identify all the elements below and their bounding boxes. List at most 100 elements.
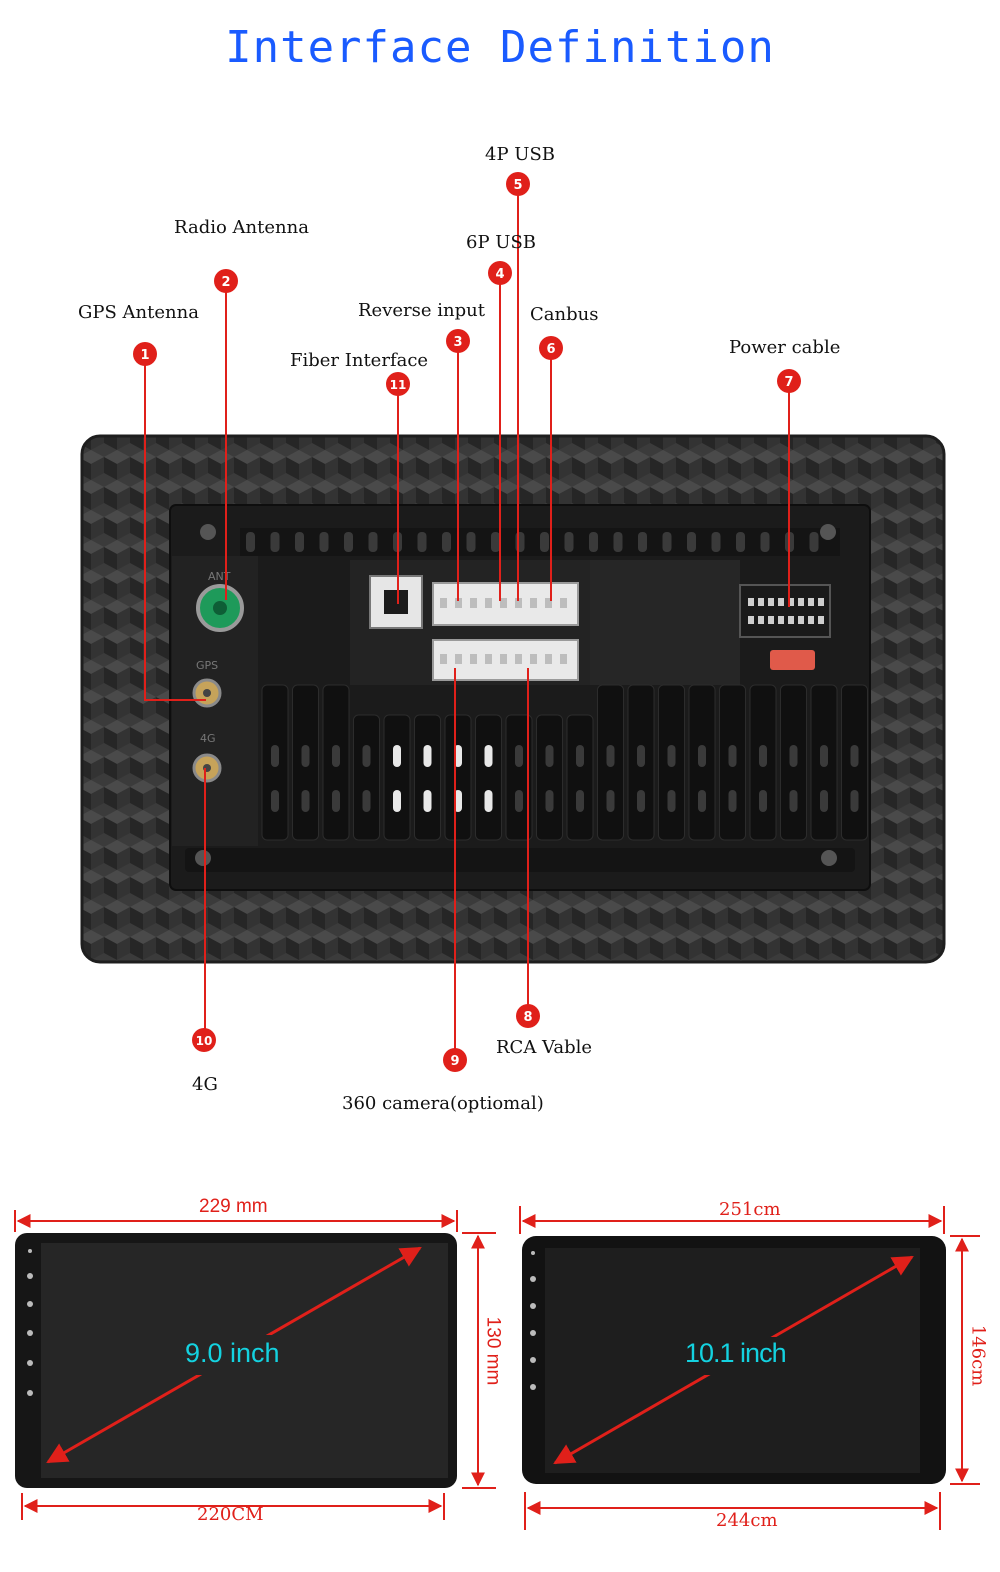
svg-text:1: 1 (140, 348, 149, 363)
fin-slot (789, 790, 798, 812)
vent-slot (368, 532, 378, 552)
power-pin (818, 598, 824, 606)
vent-slot (809, 532, 819, 552)
marker-2: 2 (214, 269, 238, 293)
fin-slot (820, 745, 828, 767)
vent-slot (295, 532, 304, 552)
connector-pin (440, 654, 447, 664)
svg-text:10: 10 (196, 1034, 213, 1048)
heat-sink-fin (536, 714, 563, 841)
fin-slot (362, 790, 371, 812)
label-radio-antenna: Radio Antenna (174, 217, 309, 238)
label-6p-usb: 6P USB (466, 232, 537, 253)
connector-pin (455, 598, 462, 608)
vent-slot (687, 532, 696, 552)
marker-9: 9 (443, 1048, 467, 1072)
head-unit-back: ANT GPS 4G (80, 434, 946, 964)
fin-slot (423, 745, 432, 767)
fin-slot (332, 790, 340, 812)
fin-slot (850, 790, 859, 812)
heat-sink-fin (383, 714, 411, 841)
ant-marking: ANT (208, 570, 231, 583)
fin-slot (637, 745, 645, 767)
connector-pin (485, 654, 492, 664)
svg-text:11: 11 (390, 378, 407, 392)
marker-3: 3 (446, 329, 470, 353)
vent-slot (613, 532, 623, 552)
connector-pin (530, 654, 537, 664)
vent-slot (711, 532, 721, 552)
heat-sink-fin (475, 714, 502, 841)
fin-slot (515, 790, 523, 812)
fin-slot (545, 745, 554, 767)
connector-pin (440, 598, 447, 608)
marker-4: 4 (488, 261, 512, 285)
fin-slot (850, 745, 859, 767)
fin-slot (667, 790, 676, 812)
svg-text:4: 4 (495, 267, 504, 282)
vent-slot (491, 532, 500, 552)
power-pin (778, 616, 784, 624)
marker-7: 7 (777, 369, 801, 393)
fin-slot (606, 745, 615, 767)
power-pin (808, 616, 814, 624)
label-fiber-interface: Fiber Interface (290, 350, 429, 371)
power-pin (768, 616, 774, 624)
screen-size-left: 9.0 inch (185, 1338, 280, 1368)
fin-slot (545, 790, 554, 812)
svg-text:8: 8 (523, 1010, 532, 1025)
dimension-lines-left (14, 1210, 496, 1520)
vent-slot (417, 532, 427, 552)
vent-slot (589, 532, 598, 552)
heat-sink-fin (353, 714, 380, 841)
fin-slot (728, 790, 737, 812)
fin-slot (393, 790, 401, 812)
fin-slot (332, 745, 340, 767)
dim-right-width: 251cm (719, 1199, 781, 1220)
connector-pin (545, 654, 552, 664)
vent-slot (515, 532, 525, 552)
fin-slot (576, 790, 584, 812)
vent-slot (246, 532, 255, 552)
connector-pin (485, 598, 492, 608)
fin-slot (423, 790, 432, 812)
power-pin (818, 616, 824, 624)
power-pin (788, 598, 794, 606)
power-pin (778, 598, 784, 606)
dim-right-bottom: 244cm (716, 1510, 778, 1531)
dim-right-height: 146cm (967, 1324, 989, 1387)
connector-pin (530, 598, 537, 608)
power-pin (748, 598, 754, 606)
vent-slot (736, 532, 745, 552)
vent-slot (319, 532, 329, 552)
heat-sink-fin (505, 714, 533, 841)
vent-slot (442, 532, 451, 552)
label-power-cable: Power cable (729, 337, 841, 358)
label-4p-usb: 4P USB (485, 144, 556, 165)
page-title: Interface Definition (225, 22, 775, 73)
fin-slot (301, 745, 310, 767)
connector-pin (470, 654, 477, 664)
fuse (770, 650, 815, 670)
power-pin (768, 598, 774, 606)
vent-slot (638, 532, 647, 552)
callout-markers: 1 2 3 4 5 6 7 8 9 10 11 (133, 172, 801, 1072)
connector-pin (545, 598, 552, 608)
fin-slot (393, 745, 401, 767)
marker-5: 5 (506, 172, 530, 196)
fin-slot (698, 790, 706, 812)
gps-marking: GPS (196, 659, 218, 672)
svg-text:6: 6 (546, 342, 555, 357)
label-rca-vable: RCA Vable (496, 1037, 593, 1058)
fin-slot (301, 790, 310, 812)
fin-slot (484, 745, 493, 767)
power-pin (748, 616, 754, 624)
four-g-marking: 4G (200, 732, 216, 745)
marker-10: 10 (192, 1028, 216, 1052)
vent-slot (760, 532, 770, 552)
fin-slot (820, 790, 828, 812)
power-pin (808, 598, 814, 606)
vent-slot (540, 532, 549, 552)
